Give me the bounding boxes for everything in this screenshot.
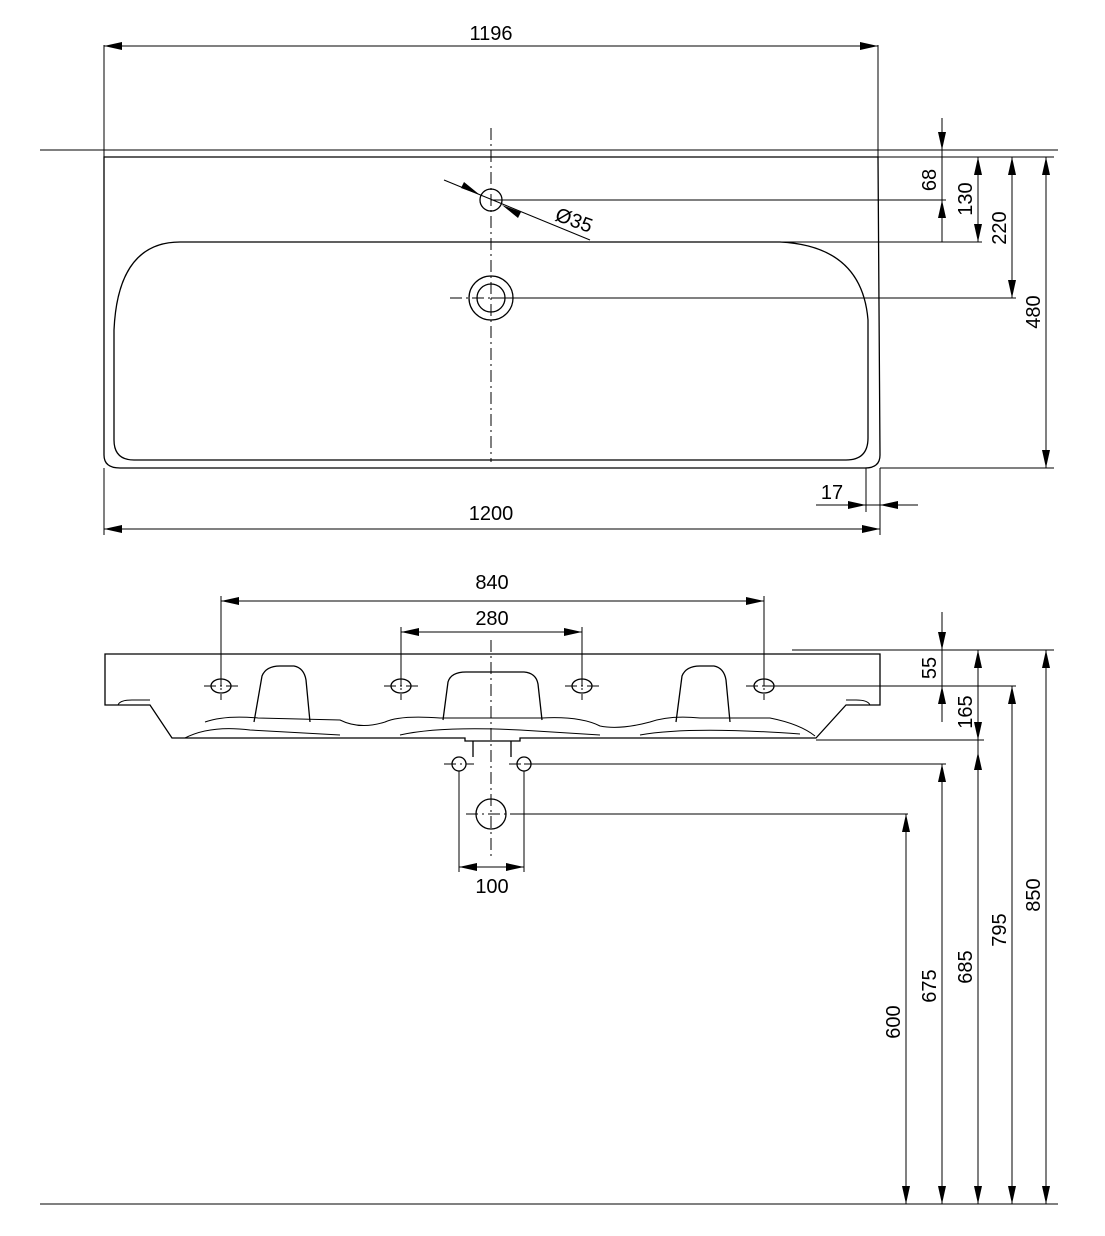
dim-1196: 1196 [469, 23, 512, 45]
dim-130: 130 [955, 182, 977, 215]
dim-100: 100 [475, 876, 508, 898]
dim-17: 17 [821, 482, 843, 504]
dim-795: 795 [989, 913, 1011, 946]
dim-68: 68 [919, 169, 941, 191]
front-view: 840 280 100 55 165 [40, 572, 1058, 1205]
dim-55: 55 [919, 657, 941, 679]
bracket-left [253, 665, 311, 723]
dim-480: 480 [1023, 295, 1045, 328]
dim-165: 165 [955, 695, 977, 728]
basin-bowl-top [113, 241, 869, 461]
dim-850: 850 [1023, 878, 1045, 911]
dim-220: 220 [989, 211, 1011, 244]
dim-675: 675 [919, 969, 941, 1002]
dim-840: 840 [475, 572, 508, 594]
basin-outline-top [103, 156, 881, 469]
mounting-holes [204, 672, 782, 700]
dim-diameter-35: Ø35 [552, 204, 595, 238]
bracket-center [442, 671, 543, 721]
top-view: 1196 1200 17 Ø35 68 130 [40, 23, 1058, 535]
bracket-right [675, 665, 731, 723]
dim-1200: 1200 [469, 503, 514, 525]
dim-280: 280 [475, 608, 508, 630]
basin-outline-front [104, 653, 881, 742]
dim-685: 685 [955, 950, 977, 983]
bowl-curve-front [204, 716, 816, 737]
dim-600: 600 [883, 1005, 905, 1038]
